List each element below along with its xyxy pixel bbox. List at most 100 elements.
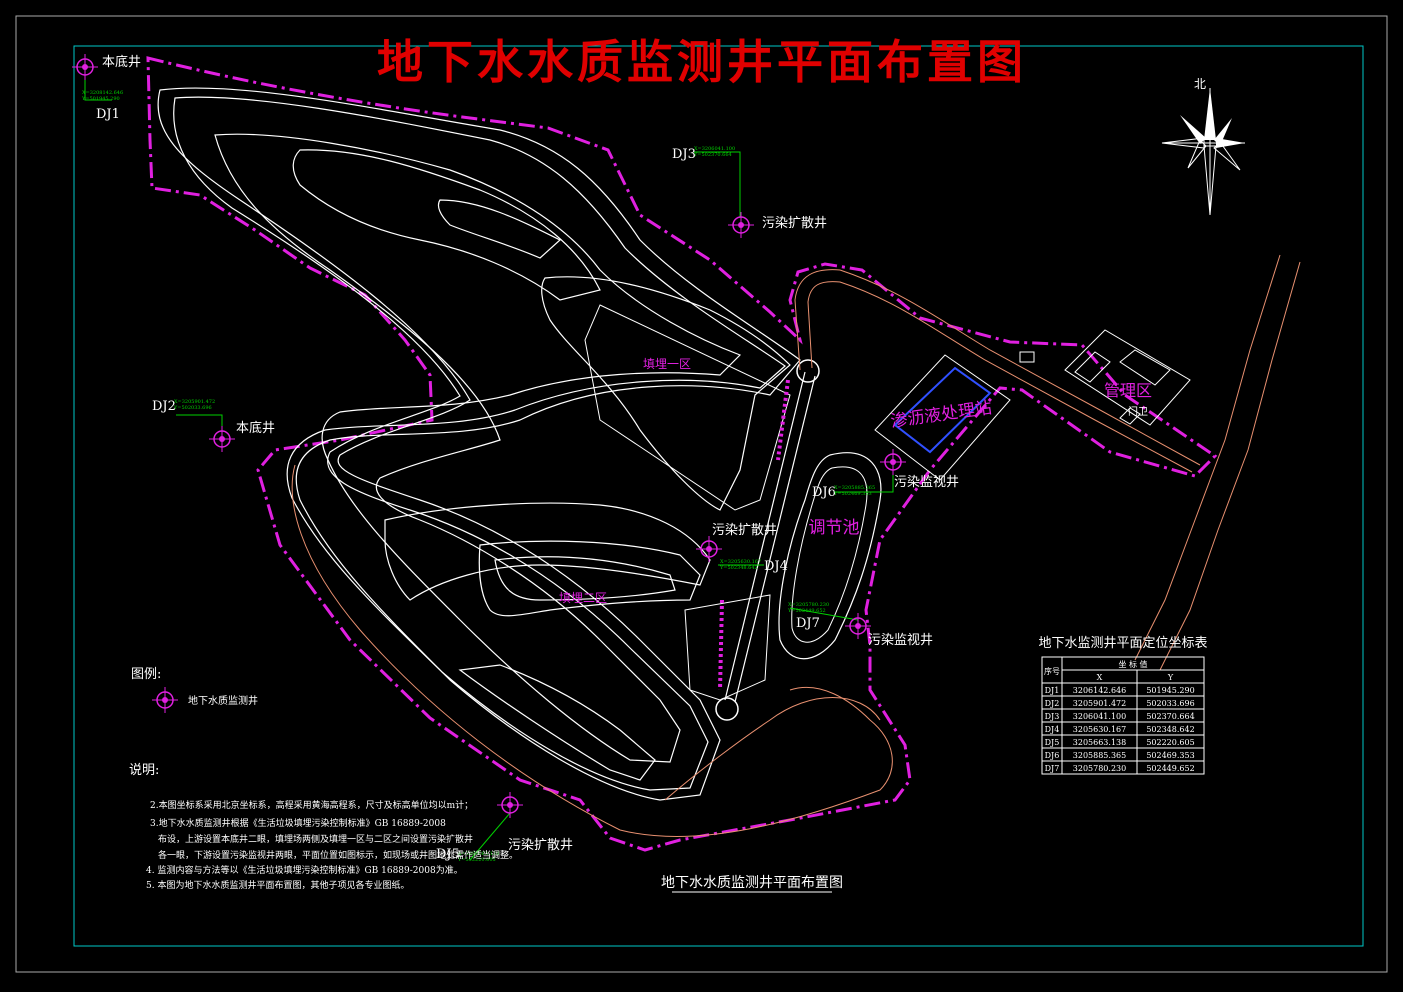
well-coordinate-label: Y=502449.652: [787, 608, 826, 614]
well-coordinate-label: X=3206041.100: [694, 146, 735, 152]
well-id-label: DJ6: [812, 485, 836, 500]
zone1-cell: [584, 304, 791, 511]
contour-line: [292, 149, 601, 301]
north-arrow-icon: 北: [1161, 77, 1245, 216]
well-id-label: DJ7: [796, 616, 820, 631]
well-coordinate-label: X=3205901.472: [174, 399, 215, 405]
table-cell-no: DJ3: [1045, 712, 1060, 721]
contour-line: [458, 664, 656, 781]
well-leader-line: [84, 75, 112, 101]
table-cell-y: 502449.652: [1146, 764, 1194, 773]
access-road: [794, 269, 1201, 466]
building-block: [1119, 349, 1171, 386]
gate-label: 门卫: [1128, 405, 1148, 418]
north-label: 北: [1194, 77, 1206, 91]
perimeter-road: [664, 697, 881, 801]
monitoring-well-icon: [72, 54, 98, 80]
well-coordinate-label: X=3205630.167: [720, 559, 761, 565]
drainage-ramp: [715, 359, 820, 721]
contour-line: [541, 276, 791, 511]
monitoring-well-icon: [209, 426, 235, 452]
road-group: [291, 254, 1301, 837]
well-type-label: 本底井: [102, 54, 141, 70]
well-leader-line: [469, 812, 511, 861]
drawing-subtitle: 地下水水质监测井平面布置图: [661, 875, 843, 891]
table-cell-no: DJ5: [1045, 738, 1060, 747]
note-line: 布设，上游设置本底井二眼，填埋场两侧及填埋一区与二区之间设置污染扩散井: [158, 833, 473, 845]
coordinate-table-title: 地下水监测井平面定位坐标表: [1038, 636, 1207, 651]
contour-line: [173, 96, 786, 791]
table-cell-y: 501945.290: [1146, 686, 1194, 695]
perimeter-road: [291, 464, 893, 837]
note-line: 4. 监测内容与方法等以《生活垃圾填埋污染控制标准》GB 16889-2008为…: [146, 864, 463, 876]
table-cell-y: 502348.642: [1146, 725, 1194, 734]
note-line: 5. 本图为地下水水质监测井平面布置图，其他子项见各专业图纸。: [146, 879, 409, 891]
well-id-label: DJ3: [672, 147, 696, 162]
well-coordinate-label: X=3205885.365: [834, 485, 875, 491]
table-cell-x: 3205885.365: [1073, 751, 1126, 760]
outer-frame: [15, 15, 1388, 973]
well-coordinate-label: Y=502370.664: [693, 152, 732, 158]
well-type-label: 污染监视井: [868, 633, 933, 648]
table-cell-no: DJ6: [1045, 751, 1060, 760]
well-leader-line: [834, 470, 894, 493]
well-coordinate-label: Y=502220.605: [457, 857, 496, 863]
notes: 说明: 2.本图坐标系采用北京坐标系，高程采用黄海高程系，尺寸及标高单位均以m计…: [129, 763, 518, 891]
well-type-label: 污染扩散井: [762, 216, 827, 231]
well-type-label: 污染扩散井: [508, 838, 573, 853]
table-cell-no: DJ1: [1045, 686, 1060, 695]
small-structure: [1019, 351, 1035, 363]
site-boundary: [146, 56, 1218, 852]
contour-line: [494, 556, 676, 601]
well-coordinate-label: X=3205780.230: [788, 602, 829, 608]
zone2-cell: [684, 594, 771, 701]
table-cell-x: 3206041.100: [1073, 712, 1126, 721]
zone1-label: 填埋一区: [643, 357, 691, 371]
east-highway: [1134, 254, 1281, 661]
legend: 图例: 地下水质监测井: [131, 667, 258, 713]
well-type-label: 污染监视井: [894, 475, 959, 490]
monitoring-well-icon: [728, 212, 754, 238]
building-block: [1074, 351, 1111, 383]
well-type-label: 污染扩散井: [712, 523, 777, 538]
gate-house: [1119, 407, 1141, 425]
leachate-plant-outline: [874, 354, 1011, 481]
well-coordinate-label: Y=502348.642: [719, 565, 758, 571]
contour-group: [157, 87, 801, 801]
well-leader-line: [176, 414, 223, 431]
table-cell-y: 502220.605: [1146, 738, 1194, 747]
table-header-y: Y: [1167, 673, 1174, 682]
legend-item-label: 地下水质监测井: [188, 694, 258, 707]
well-coordinate-label: Y=501945.290: [81, 96, 120, 102]
well-id-label: DJ5: [436, 847, 460, 862]
note-line: 3.地下水水质监测井根据《生活垃圾填埋污染控制标准》GB 16889-2008: [150, 817, 446, 829]
well-type-label: 本底井: [236, 420, 275, 436]
access-road: [807, 281, 1193, 473]
table-header-no: 序号: [1044, 666, 1060, 676]
management-compound: [1064, 329, 1191, 426]
regulating-pond-label: 调节池: [809, 518, 860, 538]
table-cell-x: 3205780.230: [1073, 764, 1126, 773]
contour-line: [157, 87, 801, 801]
monitoring-well-icon: [497, 792, 523, 818]
well-id-label: DJ1: [96, 107, 120, 122]
contour-line: [214, 133, 742, 763]
contour-line: [437, 199, 562, 259]
well-coordinate-label: X=3205663.138: [458, 851, 499, 857]
well-leader-line: [789, 607, 859, 621]
table-cell-x: 3205663.138: [1073, 738, 1126, 747]
wells-layer: DJ1本底井X=3208142.646Y=501945.290DJ2本底井X=3…: [72, 54, 959, 863]
zone2-label: 填埋二区: [559, 591, 607, 605]
contour-line: [478, 540, 701, 617]
well-coordinate-label: X=3208142.646: [82, 90, 123, 96]
inner-frame: [73, 45, 1364, 947]
well-leader-line: [694, 151, 741, 217]
